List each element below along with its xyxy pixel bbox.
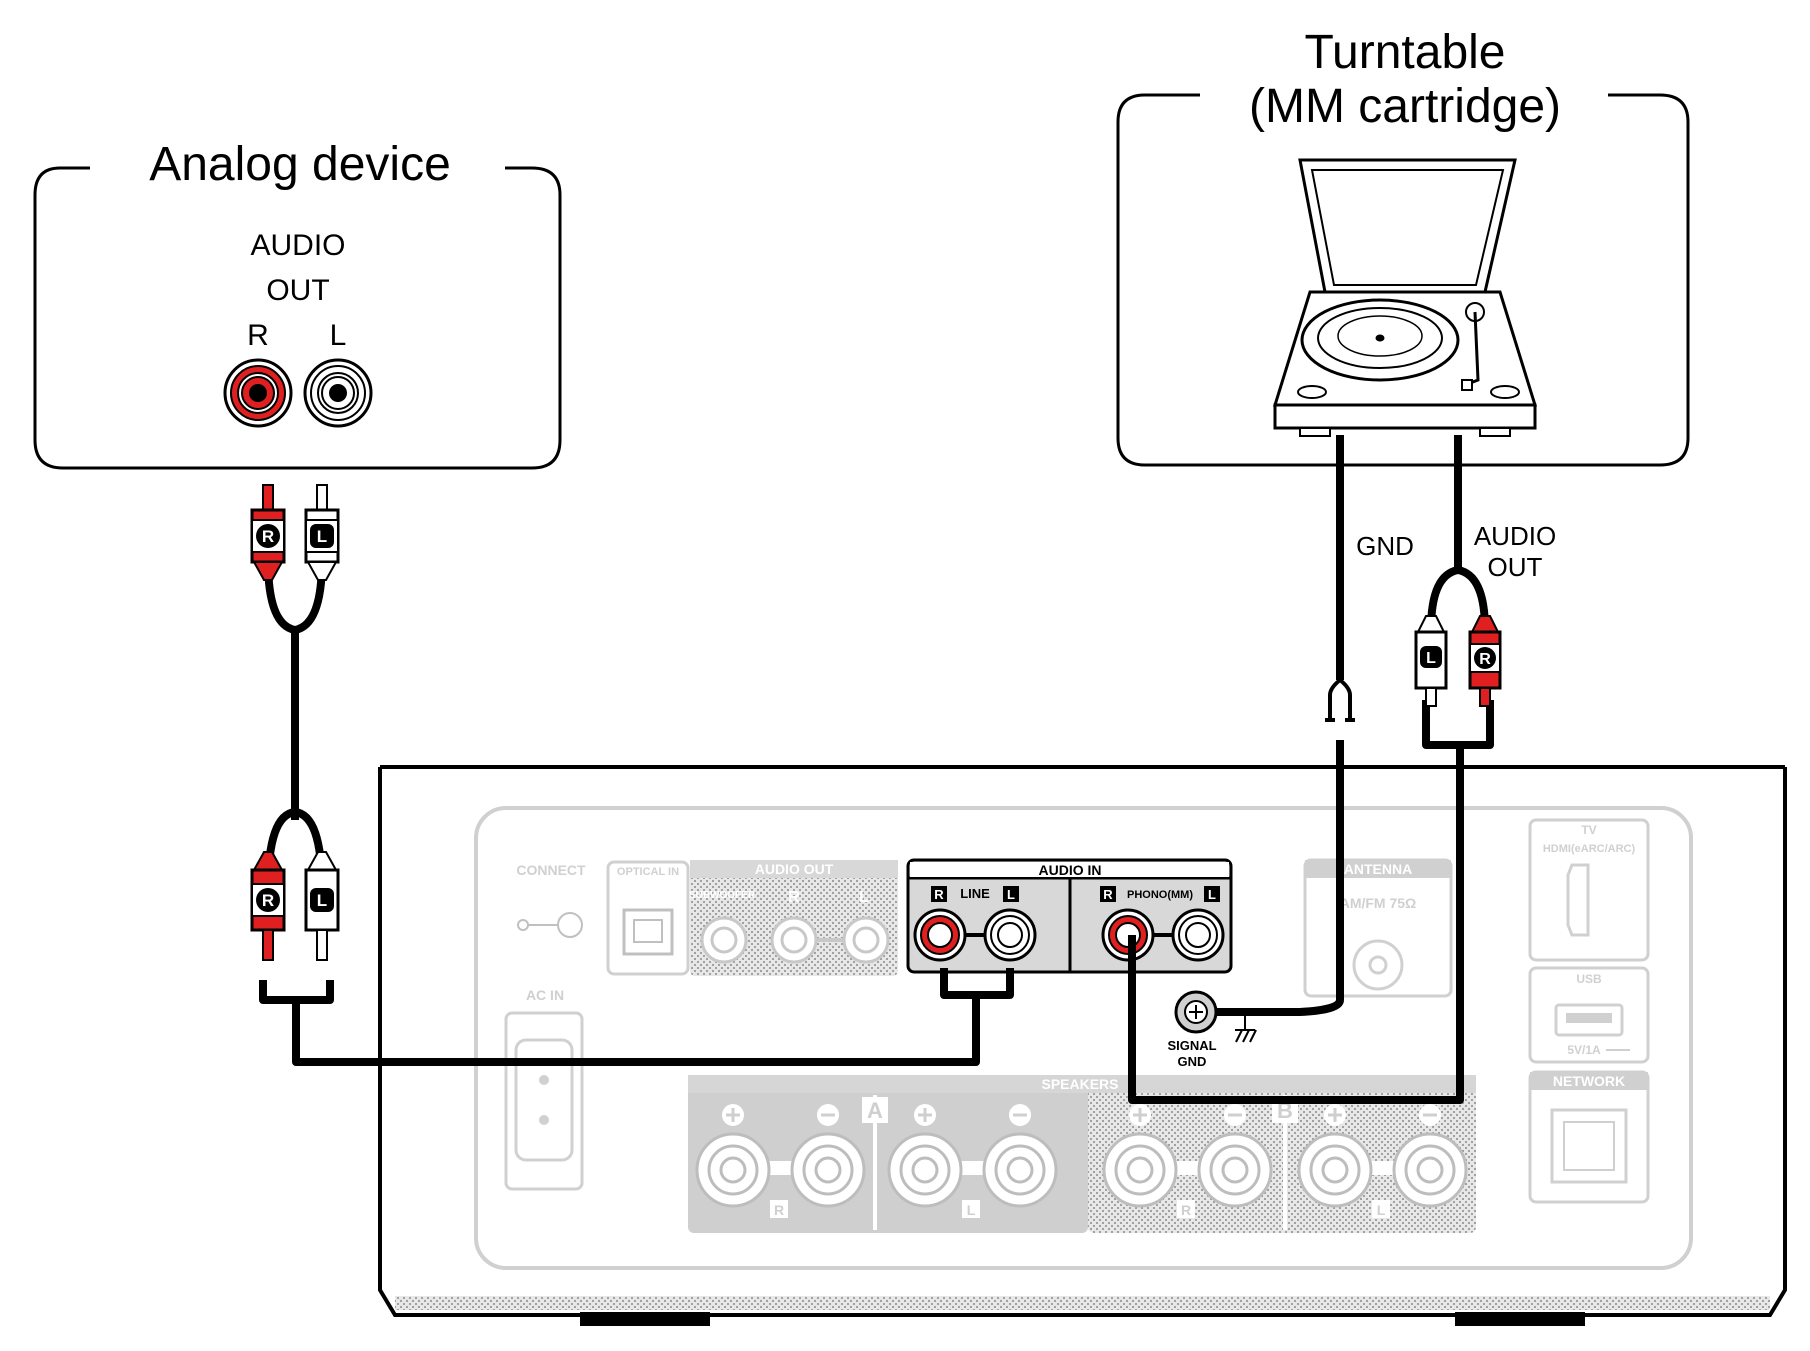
analog-out-label: OUT — [266, 274, 329, 307]
antenna-label: ANTENNA — [1344, 861, 1412, 877]
analog-device-title: Analog device — [149, 138, 451, 191]
speaker-a-label: A — [867, 1098, 883, 1123]
audio-out-l-label: L — [859, 889, 869, 906]
analog-r-jack — [223, 358, 293, 428]
receiver-back-panel: CONNECT OPTICAL IN AUDIO OUT SUBWOOFER R… — [378, 765, 1787, 1326]
speaker-b-r-label: R — [1181, 1202, 1191, 1218]
ac-in-label: AC IN — [526, 987, 564, 1003]
usb-label: USB — [1576, 972, 1602, 986]
line-l-jack[interactable] — [983, 908, 1037, 962]
audio-out-r-label: R — [788, 889, 800, 906]
speaker-a-r-label: R — [774, 1202, 784, 1218]
audio-out-label: AUDIO OUT — [755, 861, 834, 877]
signal-gnd-terminal[interactable]: SIGNAL GND — [1167, 990, 1257, 1069]
phono-l-jack[interactable] — [1171, 908, 1225, 962]
phono-label: PHONO(MM) — [1127, 889, 1193, 901]
analog-l-plug-bottom-label: L — [317, 891, 327, 910]
analog-device-box: Analog device AUDIO OUT R L — [33, 138, 562, 470]
line-r-jack[interactable] — [913, 908, 967, 962]
audio-in-section: AUDIO IN R LINE L R PHONO(MM) L — [906, 858, 1233, 974]
turntable-r-plug-label: R — [1479, 651, 1491, 668]
connect-label: CONNECT — [516, 862, 586, 878]
speakers-section: SPEAKERS A B — [688, 1075, 1476, 1233]
turntable-box: Turntable (MM cartridge) — [1116, 26, 1690, 467]
analog-r-label: R — [247, 319, 269, 352]
gnd-wire — [1216, 435, 1355, 1016]
audio-out-section: AUDIO OUT SUBWOOFER R L — [689, 860, 898, 976]
optical-in-label: OPTICAL IN — [617, 866, 679, 878]
usb-power-label: 5V/1A — [1567, 1043, 1601, 1057]
subwoofer-label: SUBWOOFER — [689, 890, 756, 901]
usb-section: USB 5V/1A — [1528, 966, 1650, 1064]
usb-port[interactable] — [1554, 1003, 1624, 1037]
network-label: NETWORK — [1553, 1073, 1625, 1089]
hdmi-port[interactable] — [1566, 863, 1590, 937]
speakers-label: SPEAKERS — [1041, 1076, 1118, 1092]
analog-r-plug-top-label: R — [262, 527, 274, 546]
tv-label: TV — [1581, 823, 1596, 837]
analog-l-jack — [303, 358, 373, 428]
phono-r-jack[interactable] — [1101, 908, 1155, 962]
ac-in-socket[interactable] — [504, 1011, 584, 1191]
audio-out-l-jack[interactable] — [842, 916, 890, 964]
hdmi-label: HDMI(eARC/ARC) — [1543, 843, 1636, 855]
ac-in-section: AC IN — [504, 987, 584, 1191]
line-label: LINE — [960, 886, 990, 901]
analog-r-plug-bottom-label: R — [262, 891, 274, 910]
speaker-a-l-label: L — [967, 1202, 976, 1218]
analog-l-plug-top-label: L — [317, 527, 327, 546]
subwoofer-jack[interactable] — [700, 916, 748, 964]
signal-gnd-label-1: SIGNAL — [1167, 1038, 1216, 1053]
turntable-l-plug-label: L — [1426, 650, 1436, 667]
analog-l-label: L — [330, 319, 347, 352]
gnd-label: GND — [1356, 531, 1414, 561]
analog-l-plug-top: L — [304, 484, 340, 581]
connect-button[interactable] — [517, 912, 583, 938]
line-r-badge: R — [934, 887, 944, 902]
speaker-b-l-label: L — [1377, 1202, 1386, 1218]
turntable-icon — [1272, 158, 1538, 437]
optical-in-port[interactable]: OPTICAL IN — [606, 860, 690, 976]
analog-r-plug-top: R — [250, 484, 286, 581]
am-fm-label: AM/FM 75Ω — [1340, 895, 1417, 911]
phono-l-badge: L — [1208, 887, 1216, 902]
analog-audio-label: AUDIO — [250, 229, 345, 262]
analog-r-plug-bottom: R — [250, 851, 286, 961]
antenna-jack[interactable] — [1352, 939, 1404, 991]
turntable-audio-label-1: AUDIO — [1474, 521, 1556, 551]
turntable-title: Turntable — [1305, 26, 1506, 79]
turntable-audio-label-2: OUT — [1488, 552, 1543, 582]
network-port[interactable] — [1550, 1108, 1628, 1184]
turntable-l-plug: L — [1414, 615, 1448, 707]
network-section: NETWORK — [1528, 1070, 1650, 1204]
speaker-b-label: B — [1277, 1098, 1293, 1123]
phono-r-badge: R — [1103, 887, 1113, 902]
signal-gnd-label-2: GND — [1178, 1054, 1207, 1069]
analog-l-plug-bottom: L — [304, 851, 340, 961]
audio-out-r-jack[interactable] — [770, 916, 818, 964]
turntable-r-plug: R — [1468, 615, 1502, 707]
line-l-badge: L — [1007, 887, 1015, 902]
turntable-audio-cable — [1128, 435, 1494, 1104]
turntable-subtitle: (MM cartridge) — [1249, 80, 1561, 133]
tv-hdmi-section: TV HDMI(eARC/ARC) — [1528, 818, 1650, 962]
audio-in-label: AUDIO IN — [1039, 862, 1102, 878]
